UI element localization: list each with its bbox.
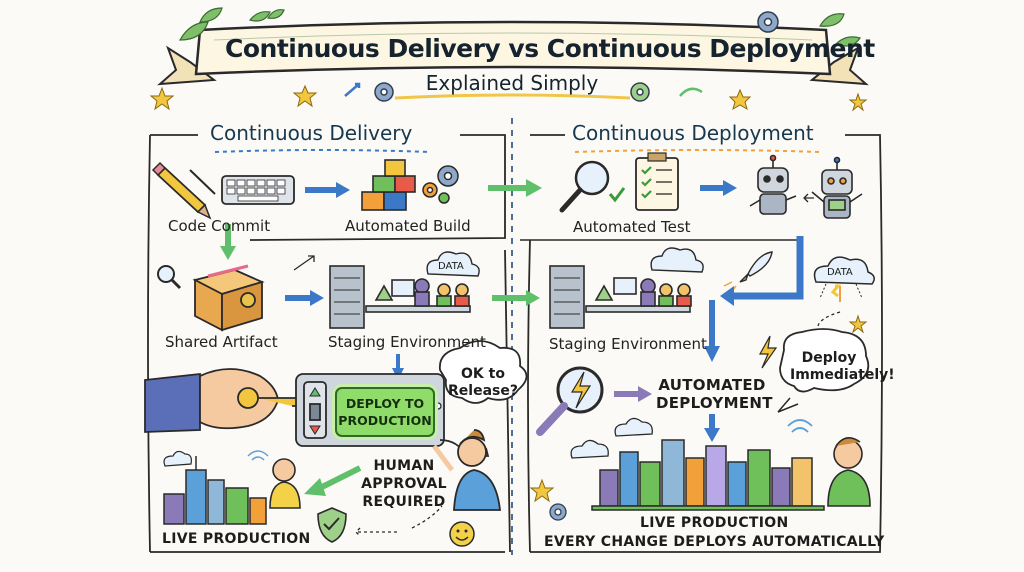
person-icon bbox=[432, 429, 502, 511]
subtitle-underline bbox=[394, 93, 631, 100]
automated-build-label: Automated Build bbox=[345, 217, 471, 235]
smiley-icon bbox=[449, 521, 475, 547]
deployment-heading: Continuous Deployment bbox=[572, 121, 814, 145]
person-icon bbox=[827, 437, 871, 507]
gear-icon bbox=[422, 165, 459, 204]
automated-deployment-label: AUTOMATED DEPLOYMENT bbox=[656, 376, 773, 412]
robot-icon bbox=[749, 154, 863, 219]
human-approval-label: HUMAN APPROVAL REQUIRED bbox=[361, 458, 447, 510]
every-change-label: EVERY CHANGE DEPLOYS AUTOMATICALLY bbox=[544, 534, 885, 550]
blocks-icon bbox=[361, 159, 416, 211]
data-cloud-label: DATA bbox=[827, 267, 853, 278]
keyboard-icon bbox=[221, 175, 295, 205]
deploy-to-production-button[interactable]: DEPLOY TO PRODUCTION bbox=[335, 387, 435, 437]
magnifier-icon bbox=[157, 265, 182, 290]
live-production-label: LIVE PRODUCTION bbox=[162, 531, 311, 547]
checklist-icon bbox=[635, 152, 679, 211]
person-icon bbox=[269, 458, 301, 509]
server-icon bbox=[329, 265, 471, 329]
cloud-icon bbox=[813, 256, 875, 302]
delivery-heading: Continuous Delivery bbox=[210, 121, 413, 145]
pencil-icon bbox=[151, 161, 216, 220]
server-icon bbox=[549, 265, 692, 329]
page-subtitle: Explained Simply bbox=[425, 71, 599, 95]
ok-to-release-bubble: OK to Release? bbox=[448, 366, 518, 399]
staging-environment-label: Staging Environment bbox=[328, 333, 486, 351]
automated-test-label: Automated Test bbox=[573, 218, 691, 236]
gear-icon bbox=[549, 503, 567, 521]
key-icon bbox=[144, 368, 313, 433]
arrow-decoration bbox=[344, 82, 361, 97]
data-cloud-label: DATA bbox=[438, 261, 464, 272]
leaves-decoration bbox=[178, 7, 861, 47]
magnifier-icon bbox=[559, 160, 626, 213]
shield-icon bbox=[317, 507, 347, 543]
gear-icon bbox=[374, 11, 779, 102]
speech-bubble bbox=[779, 328, 870, 393]
page-title: Continuous Delivery vs Continuous Deploy… bbox=[225, 34, 875, 63]
city-icon bbox=[163, 456, 267, 525]
deploy-immediately-bubble: Deploy Immediately! bbox=[790, 350, 895, 383]
lightning-icon bbox=[536, 366, 604, 436]
star-icon bbox=[149, 84, 868, 503]
speech-bubble bbox=[438, 340, 528, 404]
box-icon bbox=[192, 264, 265, 332]
shared-artifact-label: Shared Artifact bbox=[165, 333, 278, 351]
rocket-icon bbox=[723, 251, 773, 295]
cloud-icon bbox=[426, 251, 480, 277]
staging-environment-label: Staging Environment bbox=[549, 335, 707, 353]
live-production-label: LIVE PRODUCTION bbox=[640, 515, 789, 531]
code-commit-label: Code Commit bbox=[168, 217, 271, 235]
city-icon bbox=[591, 439, 825, 511]
title-ribbon bbox=[157, 20, 869, 86]
